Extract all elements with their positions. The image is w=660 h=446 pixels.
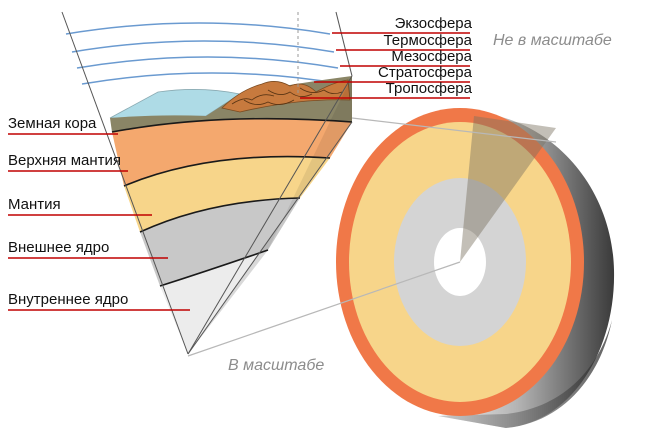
- sphere-wedge: [460, 116, 556, 262]
- mountain-ridges: [231, 87, 343, 105]
- atmosphere-arcs: [65, 22, 343, 85]
- cone-atmosphere: [62, 12, 352, 118]
- label-mantle: Мантия: [8, 196, 61, 213]
- cone-mantle: [124, 156, 330, 232]
- sphere-bottom-shadow: [438, 320, 612, 428]
- label-upper-mantle: Верхняя мантия: [8, 152, 122, 169]
- label-outer-core: Внешнее ядро: [8, 239, 110, 256]
- cone-upper-mantle: [112, 118, 352, 186]
- cone-outer-core: [140, 198, 300, 286]
- label-troposphere: Тропосфера: [385, 80, 472, 97]
- connector-lines: [187, 117, 557, 357]
- note-to-scale: В масштабе: [228, 357, 325, 374]
- label-stratosphere: Стратосфера: [378, 64, 472, 81]
- label-exosphere: Экзосфера: [394, 15, 472, 32]
- note-not-to-scale: Не в масштабе: [493, 32, 612, 49]
- label-mesosphere: Мезосфера: [391, 48, 472, 65]
- earth-sphere: [336, 108, 615, 428]
- cone-outline: [61, 11, 353, 355]
- leader-lines: [8, 32, 470, 311]
- label-thermosphere: Термосфера: [383, 32, 472, 49]
- label-inner-core: Внутреннее ядро: [8, 291, 129, 308]
- cone-inner-core: [160, 250, 268, 354]
- label-crust: Земная кора: [8, 115, 97, 132]
- sphere-side: [438, 111, 615, 428]
- cone-section: [61, 11, 353, 355]
